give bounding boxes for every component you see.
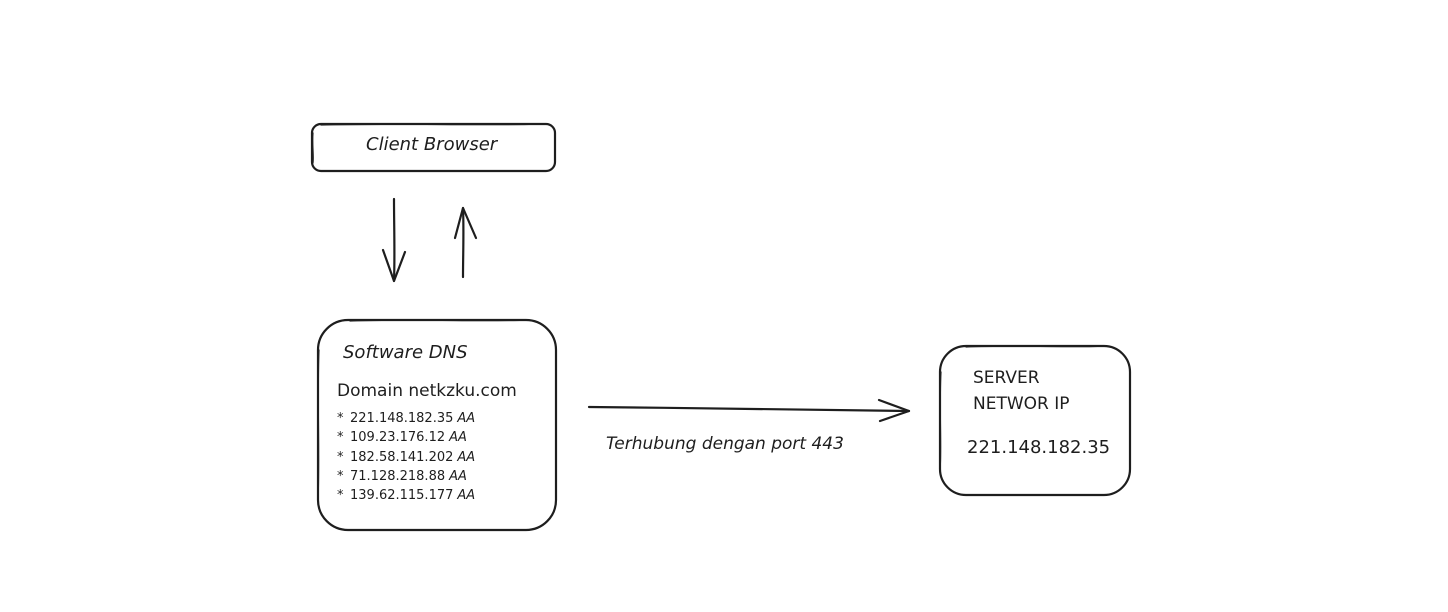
dns-record-ip: 221.148.182.35 xyxy=(350,411,454,426)
server-node-sketch xyxy=(939,345,1107,471)
dns-record-type: AA xyxy=(449,468,467,484)
bullet-icon: * xyxy=(337,430,344,446)
bullet-icon: * xyxy=(337,411,344,426)
dns-record-type: AA xyxy=(457,449,476,465)
server-title-line1: SERVER xyxy=(973,368,1040,388)
dns-record-ip: 71.128.218.88 xyxy=(350,468,446,484)
dns-record-ip: 109.23.176.12 xyxy=(350,430,446,446)
dns-record-ip: 139.62.115.177 xyxy=(350,488,454,504)
arrow-dns-to-server xyxy=(587,398,911,423)
dns-record-type: AA xyxy=(449,430,467,446)
software-dns-domain: Domain netkzku.com xyxy=(337,381,517,401)
software-dns-node-sketch xyxy=(317,319,529,501)
dns-record-type: AA xyxy=(457,411,476,426)
arrow-dns-to-client xyxy=(453,206,478,279)
arrow-client-to-dns xyxy=(381,197,407,283)
dns-record-type: AA xyxy=(457,488,476,504)
edge-label-port: Terhubung dengan port 443 xyxy=(606,434,844,454)
dns-record-ip: 182.58.141.202 xyxy=(350,449,454,465)
server-title-line2: NETWOR IP xyxy=(973,394,1070,414)
server-ip-address: 221.148.182.35 xyxy=(967,437,1111,458)
bullet-icon: * xyxy=(337,449,344,465)
client-browser-label: Client Browser xyxy=(366,134,498,155)
bullet-icon: * xyxy=(337,468,344,484)
bullet-icon: * xyxy=(337,488,344,504)
software-dns-title: Software DNS xyxy=(343,342,468,363)
client-browser-node-sketch xyxy=(312,123,547,164)
